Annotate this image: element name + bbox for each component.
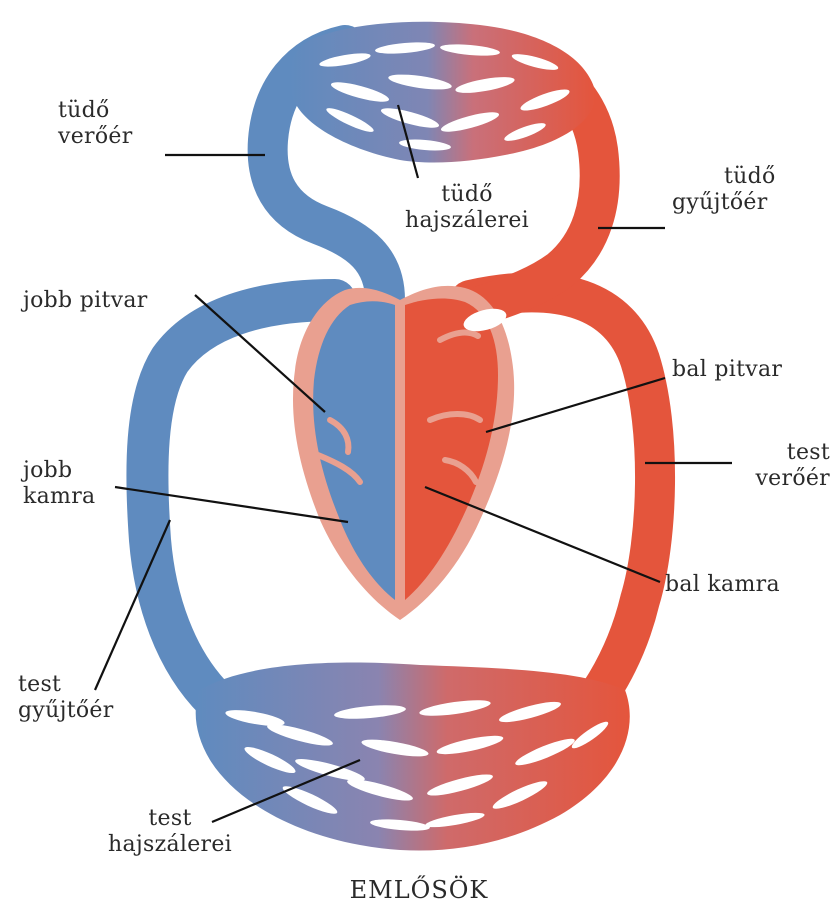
label-bal-kamra: bal kamra <box>665 572 780 598</box>
label-jobb-kamra-line1: jobb <box>23 458 95 484</box>
label-tudo-gyujtoer: tüdő gyűjtőér <box>672 164 776 216</box>
label-tudo-hajszalerei-line1: tüdő <box>382 182 552 208</box>
label-test-hajszalerei: test hajszálerei <box>85 806 255 858</box>
label-test-gyujtoer-line2: gyűjtőér <box>18 698 114 724</box>
label-tudo-veroer-line2: verőér <box>58 124 133 150</box>
label-tudo-veroer-line1: tüdő <box>58 98 133 124</box>
label-jobb-pitvar-line1: jobb pitvar <box>23 288 148 314</box>
label-tudo-hajszalerei-line2: hajszálerei <box>382 208 552 234</box>
label-tudo-gyujtoer-line2: gyűjtőér <box>672 190 776 216</box>
heart <box>293 286 514 620</box>
label-jobb-kamra: jobb kamra <box>23 458 95 510</box>
label-bal-pitvar-line1: bal pitvar <box>672 357 782 383</box>
label-test-veroer-line2: verőér <box>700 466 830 492</box>
label-test-gyujtoer-line1: test <box>18 672 114 698</box>
label-tudo-hajszalerei: tüdő hajszálerei <box>382 182 552 234</box>
label-jobb-kamra-line2: kamra <box>23 484 95 510</box>
label-test-hajszalerei-line2: hajszálerei <box>85 832 255 858</box>
label-bal-pitvar: bal pitvar <box>672 357 782 383</box>
label-test-veroer-line1: test <box>700 440 830 466</box>
diagram-caption: EMLŐSÖK <box>0 876 838 904</box>
label-tudo-gyujtoer-line1: tüdő <box>672 164 776 190</box>
label-tudo-veroer: tüdő verőér <box>58 98 133 150</box>
label-test-hajszalerei-line1: test <box>85 806 255 832</box>
label-test-veroer: test verőér <box>700 440 830 492</box>
tudo-hajszalerei-bed <box>290 22 596 163</box>
label-jobb-pitvar: jobb pitvar <box>23 288 148 314</box>
label-bal-kamra-line1: bal kamra <box>665 572 780 598</box>
label-test-gyujtoer: test gyűjtőér <box>18 672 114 724</box>
